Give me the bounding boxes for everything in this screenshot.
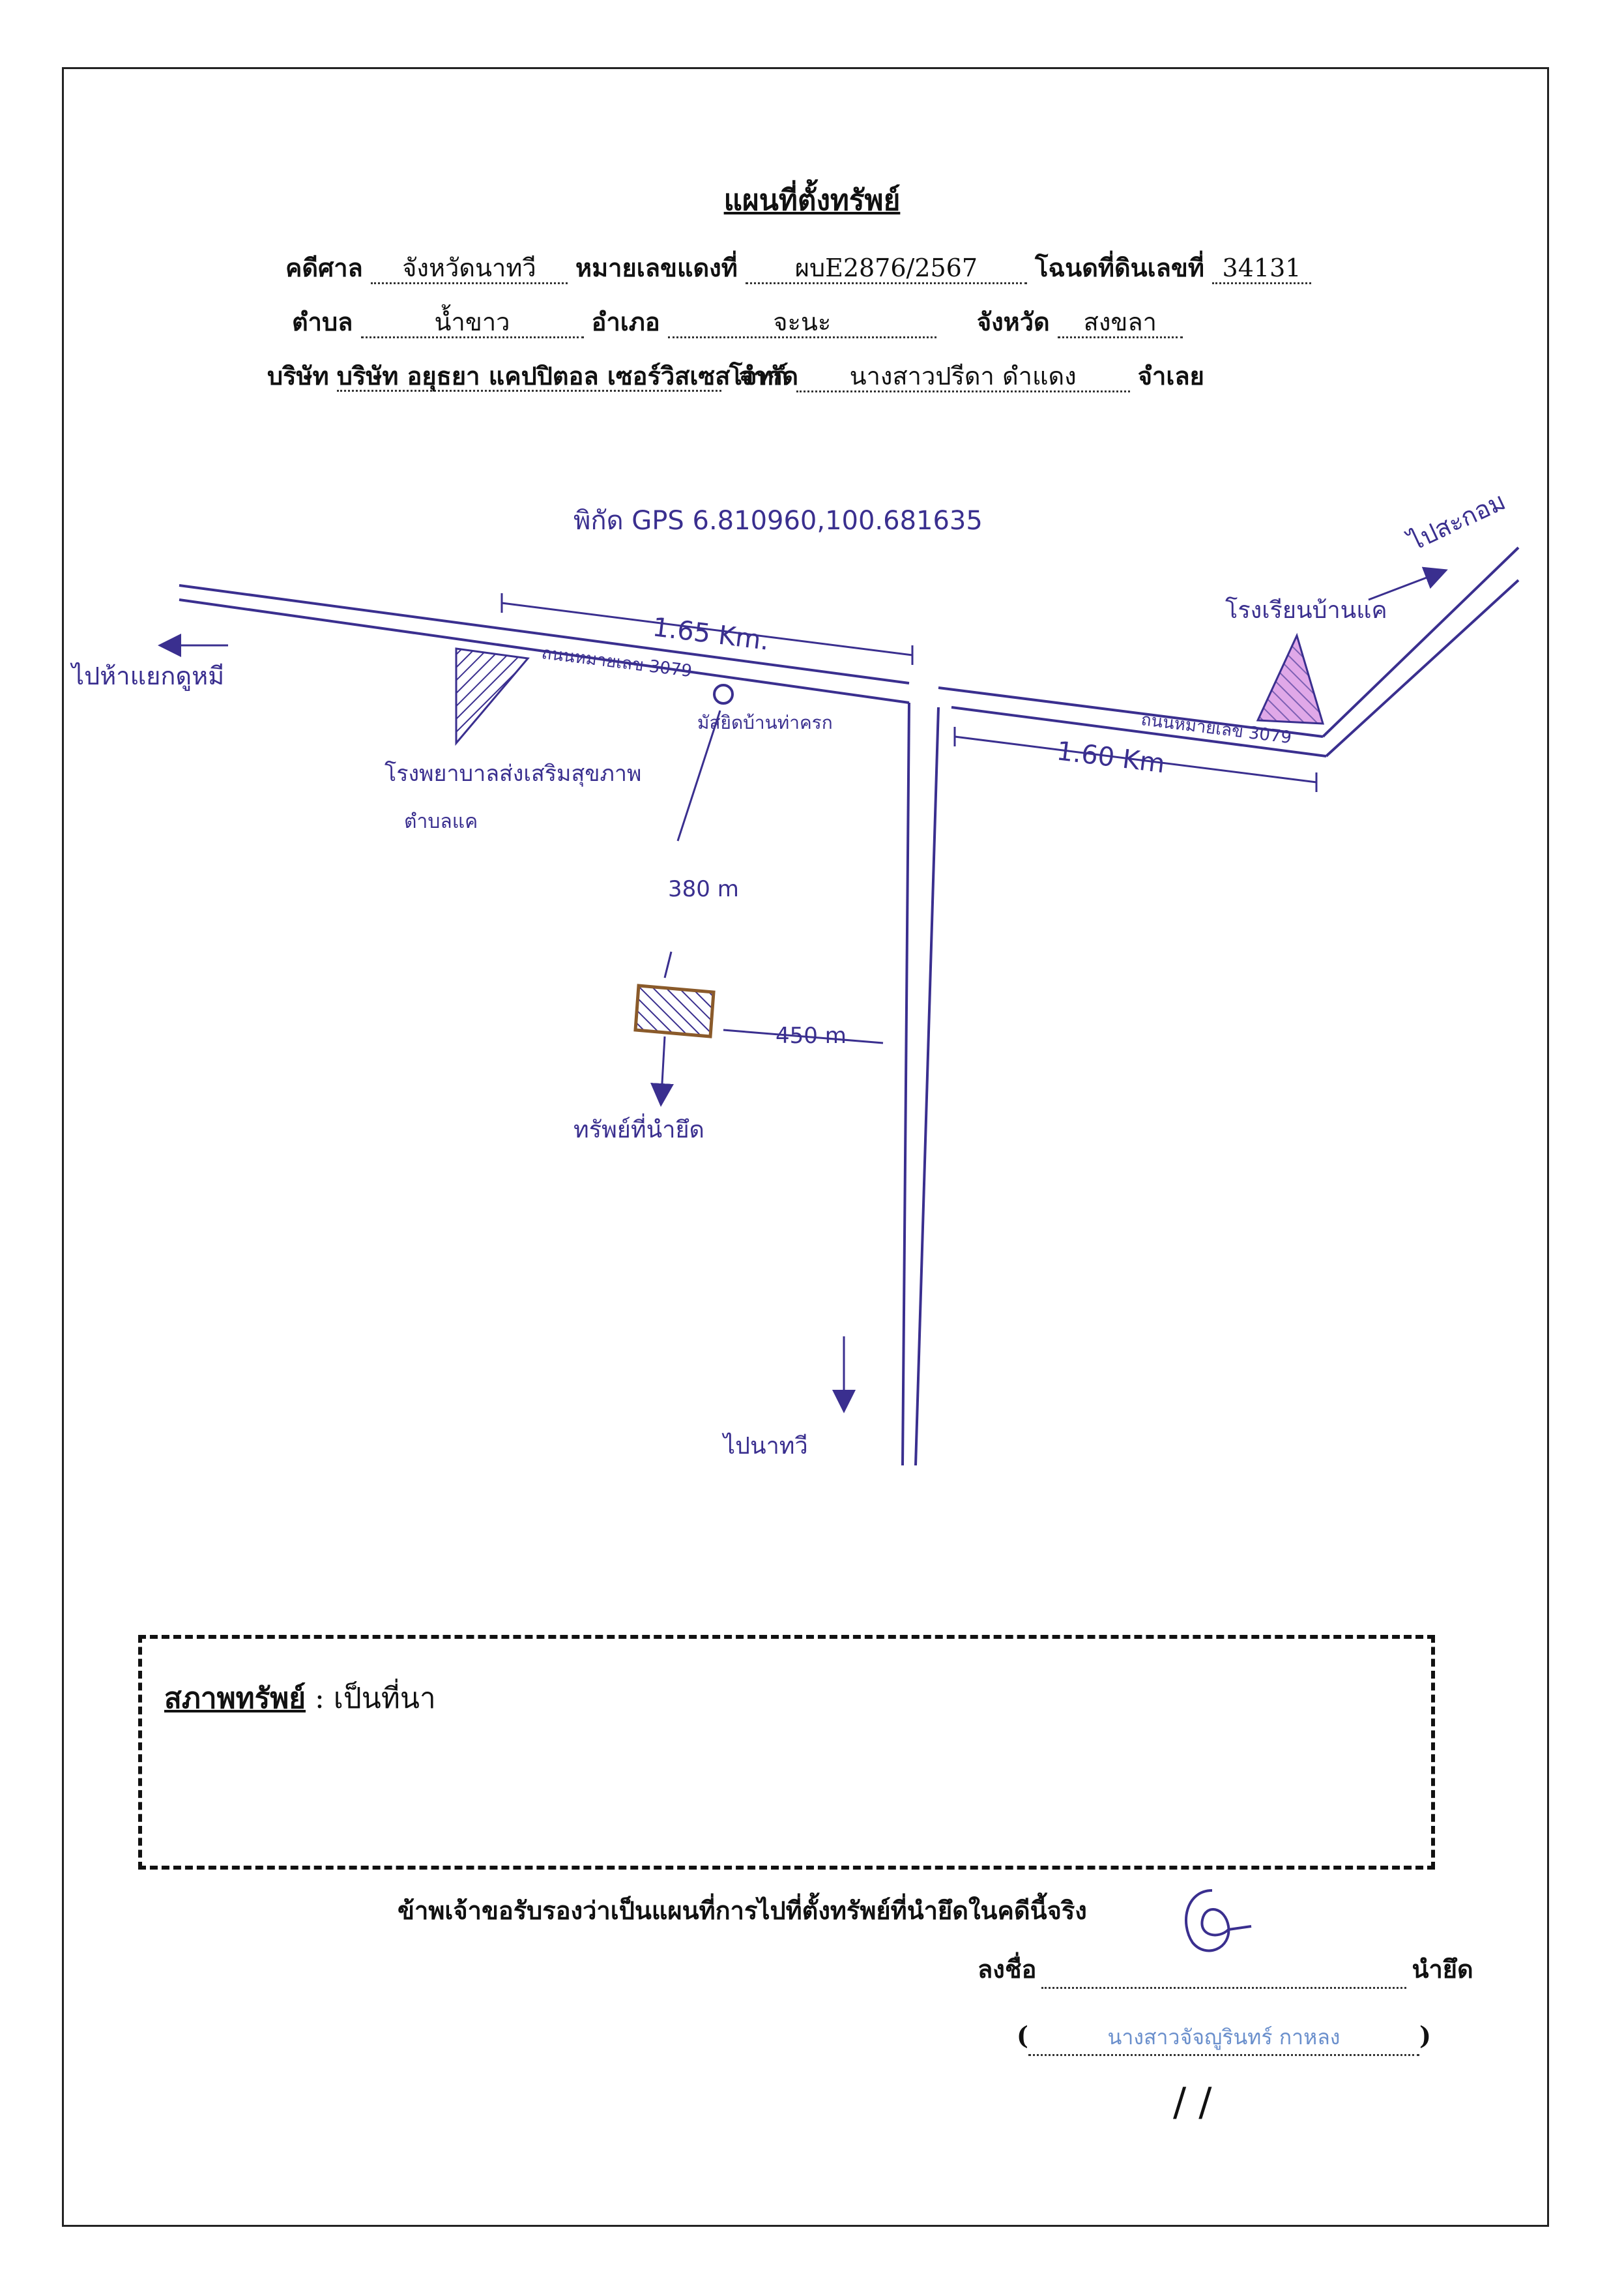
tambon-value: น้ำขาว xyxy=(360,308,584,338)
court-label: คดีศาล xyxy=(285,253,363,282)
defendant-label: จำเลย xyxy=(1137,361,1204,390)
dist-side-label: 450 m xyxy=(776,1023,847,1049)
red-no-value: ผบE2876/2567 xyxy=(745,254,1027,284)
condition-box xyxy=(138,1635,1435,1870)
signature-field xyxy=(1041,1987,1407,1989)
printed-name-value: นางสาวจัจญูรินทร์ กาหลง xyxy=(1028,2021,1419,2056)
property-parcel xyxy=(633,984,716,1038)
hospital-sub-label: ตำบลแค xyxy=(404,810,478,833)
court-value: จังหวัดนาทวี xyxy=(370,254,568,284)
school-label: โรงเรียนบ้านแค xyxy=(1225,596,1387,624)
deed-value: 34131 xyxy=(1212,254,1311,284)
signature-line: ลงชื่อ นำยึด xyxy=(978,1949,1473,1989)
handwritten-signature xyxy=(1185,1889,1252,1952)
to-south-label: ไปนาทวี xyxy=(721,1432,808,1460)
date-field: / / xyxy=(1173,2079,1212,2125)
condition-value: : เป็นที่นา xyxy=(315,1682,436,1715)
page-border xyxy=(62,67,1549,2227)
deed-label: โฉนดที่ดินเลขที่ xyxy=(1034,253,1204,282)
dist-right-label: 1.60 Km xyxy=(1055,736,1167,779)
property-label: ทรัพย์ที่นำยึด xyxy=(573,1113,704,1143)
printed-name: (นางสาวจัจญูรินทร์ กาหลง) xyxy=(1017,2021,1447,2056)
province-value: สงขลา xyxy=(1057,308,1183,338)
case-row-2: ตำบล น้ำขาว อำเภอ จะนะ จังหวัด สงขลา xyxy=(292,302,1183,342)
condition-text: สภาพทรัพย์ : เป็นที่นา xyxy=(164,1675,436,1721)
province-label: จังหวัด xyxy=(976,307,1050,336)
plaintiff-prefix: บริษัท xyxy=(267,361,329,390)
case-row-3: บริษัท บริษัท อยุธยา แคปปิตอล เซอร์วิสเซ… xyxy=(267,356,1204,396)
mosque-label: มัสยิดบ้านท่าครก xyxy=(697,712,833,733)
red-no-label: หมายเลขแดงที่ xyxy=(575,253,738,282)
to-right-label: ไปสะกอม xyxy=(1402,487,1509,557)
hospital-label: โรงพยาบาลส่งเสริมสุขภาพ xyxy=(384,761,641,787)
dist-down-label: 380 m xyxy=(668,876,739,902)
plaintiff-value: บริษัท อยุธยา แคปปิตอล เซอร์วิสเซส จำกัด xyxy=(336,361,798,392)
main-road xyxy=(179,546,1520,757)
case-row-1: คดีศาล จังหวัดนาทวี หมายเลขแดงที่ ผบE287… xyxy=(285,248,1311,287)
dimension-lines xyxy=(158,566,1448,1413)
hospital-marker xyxy=(455,647,530,746)
amphoe-value: จะนะ xyxy=(667,308,936,338)
mosque-marker xyxy=(713,684,734,705)
tambon-label: ตำบล xyxy=(292,307,353,336)
to-left-label: ไปห้าแยกดูหมี xyxy=(70,662,224,691)
page-title: แผนที่ตั้งทรัพย์ xyxy=(723,184,901,217)
condition-label: สภาพทรัพย์ xyxy=(164,1682,306,1715)
gps-coordinates: พิกัด GPS 6.810960,100.681635 xyxy=(573,506,983,536)
side-road xyxy=(901,702,940,1466)
amphoe-label: อำเภอ xyxy=(591,307,660,336)
certification-text: ข้าพเจ้าขอรับรองว่าเป็นแผนที่การไปที่ตั้… xyxy=(398,1896,1087,1925)
sign-label: ลงชื่อ xyxy=(978,1954,1037,1984)
road-left-label: ถนนหมายเลข 3079 xyxy=(540,643,693,681)
plaintiff-label: โจทก์ xyxy=(729,361,789,390)
defendant-value: นางสาวปรีดา ดำแดง xyxy=(796,362,1130,392)
sign-role: นำยึด xyxy=(1412,1954,1473,1984)
